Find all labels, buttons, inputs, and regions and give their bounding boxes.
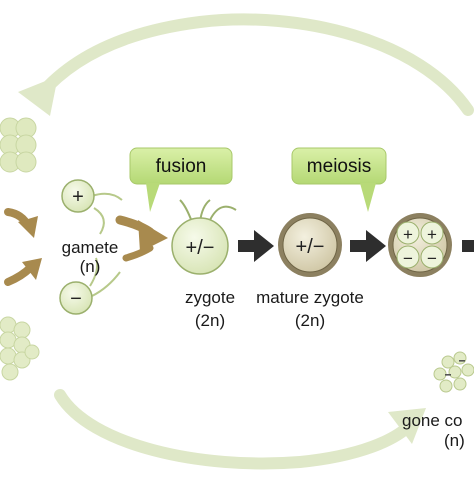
gone-label: gone co [402, 411, 463, 430]
maturation-arrow [238, 230, 274, 262]
mature-zygote-cell: +/− [278, 213, 342, 277]
gamete-plus-symbol: + [72, 186, 84, 208]
zygote-label: zygote [185, 288, 235, 307]
cell-cluster-bottom-left [0, 316, 40, 381]
fusion-callout: fusion [129, 147, 233, 212]
meiosis-label: meiosis [307, 156, 371, 177]
cycle-arrow-bottom [54, 389, 426, 470]
mature-zygote-ploidy: (2n) [295, 311, 325, 330]
tetrad-plus-2: + [427, 225, 437, 244]
tetrad-plus-1: + [403, 225, 413, 244]
gamete-plus: + [61, 179, 123, 235]
mature-zygote-label: mature zygote [256, 288, 364, 307]
fusion-label: fusion [156, 156, 207, 177]
zygote-ploidy: (2n) [195, 311, 225, 330]
incoming-arrow-upper [4, 208, 38, 238]
cell-cluster-gone [433, 351, 474, 393]
gone-ploidy: (n) [444, 431, 465, 450]
meiosis-arrow [350, 230, 386, 262]
gamete-minus: − [59, 257, 121, 315]
cycle-arrow-top [18, 13, 474, 116]
gamete-minus-symbol: − [70, 288, 82, 310]
tetrad-minus-1: − [403, 249, 413, 268]
gamete-label: gamete [62, 238, 119, 257]
zygote-cell: +/− [171, 199, 237, 275]
meiosis-callout: meiosis [291, 147, 387, 212]
tetrad-cell: + + − − [388, 213, 452, 277]
cell-cluster-top-left [0, 117, 37, 173]
incoming-arrow-lower [4, 258, 42, 286]
tetrad-minus-2: − [427, 249, 437, 268]
release-arrow [462, 240, 474, 252]
gamete-ploidy: (n) [80, 257, 101, 276]
fusion-arrow [115, 215, 168, 262]
zygote-symbol: +/− [186, 237, 215, 259]
mature-zygote-symbol: +/− [296, 236, 325, 258]
